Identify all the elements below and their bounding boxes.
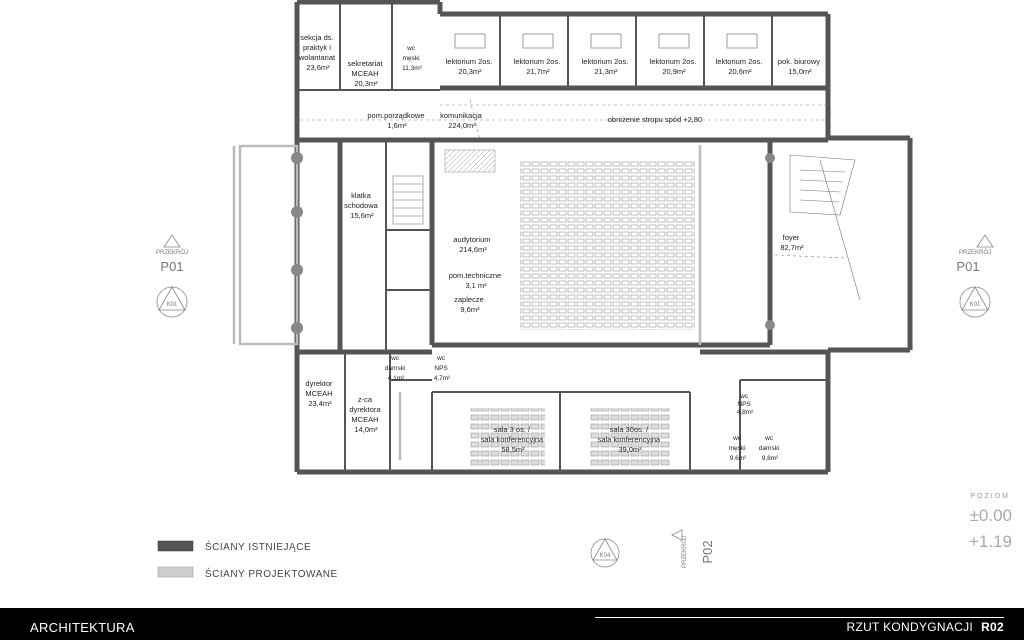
room-sekcja: sekcja ds. praktyk i wolantariat 23,6m² xyxy=(298,33,337,72)
room-audytorium: audytorium 214,6m² xyxy=(453,235,492,254)
room-lektorium-5: lektorium 2os. 20,6m² xyxy=(716,57,765,76)
room-wc-nps-bottom: wc NPS 4,7m² xyxy=(434,355,451,382)
conference-desks xyxy=(470,408,670,466)
svg-text:P02: P02 xyxy=(700,540,715,563)
room-dividers xyxy=(297,2,828,472)
columns xyxy=(291,152,775,334)
room-pom-techniczne: pom.techniczne 3,1 m² xyxy=(449,271,504,290)
projected-walls xyxy=(232,144,702,460)
room-foyer: foyer 82,7m² xyxy=(780,233,804,252)
room-lektorium-2: lektorium 2os. 21,7m² xyxy=(514,57,563,76)
lektorium-desks xyxy=(454,33,758,49)
room-dyrektor: dyrektor MCEAH 23,4m² xyxy=(305,379,334,408)
footer-sheet-title: RZUT KONDYGNACJI xyxy=(846,620,974,634)
footer-sheet: RZUT KONDYGNACJI R02 xyxy=(846,620,1004,634)
room-wc-meski-bottom: wc męski 9,6m² xyxy=(729,435,748,462)
auditorium-seating xyxy=(444,149,695,330)
section-marker-right: PRZEKRÓJ P01 K01 xyxy=(956,234,994,318)
room-sekretariat: sekretariat MCEAH 20,3m² xyxy=(347,59,384,88)
room-zaplecze: zaplecze 9,6m² xyxy=(454,295,486,314)
room-wc-meski-top: wc męski 11,3m² xyxy=(402,45,423,72)
room-obnizenie: obniżenie stropu spód +2,80 xyxy=(608,115,702,124)
room-wc-nps-right: wc NPS 4,8m² xyxy=(737,393,754,416)
room-lektorium-3: lektorium 2os. 21,3m² xyxy=(582,57,631,76)
room-klatka: klatka schodowa 15,6m² xyxy=(344,191,380,220)
room-komunikacja: komunikacja 224,0m² xyxy=(440,111,484,130)
svg-text:PRZEKRÓJ: PRZEKRÓJ xyxy=(156,249,188,256)
poziom-levels: POZIOM ±0.00 +1.19 xyxy=(969,493,1012,551)
section-marker-bottom: K04 PRZEKRÓJ P02 xyxy=(590,529,715,568)
svg-text:P01: P01 xyxy=(160,259,183,274)
room-sala-3: sala 3 os. / sala konferencyjna 58,5m² xyxy=(481,425,546,454)
room-lektorium-4: lektorium 2os. 20,9m² xyxy=(650,57,699,76)
room-wc-damski-right: wc damski 9,8m² xyxy=(759,435,781,462)
room-sala-30: sala 30os. / sala konferencyjna 39,0m² xyxy=(598,425,663,454)
legend-label-projected: ŚCIANY PROJEKTOWANE xyxy=(205,567,338,580)
svg-text:P01: P01 xyxy=(956,259,979,274)
footer-sheet-code: R02 xyxy=(981,620,1004,634)
room-zca: z-ca dyrektora MCEAH 14,0m² xyxy=(349,395,382,434)
svg-text:K01: K01 xyxy=(970,302,981,308)
svg-text:PRZEKRÓJ: PRZEKRÓJ xyxy=(681,536,688,568)
section-marker-left: PRZEKRÓJ P01 K01 xyxy=(156,234,188,318)
legend-swatch-existing xyxy=(157,540,194,552)
room-wc-damski-bottom: wc damski 4,1m² xyxy=(385,355,407,382)
svg-text:+1.19: +1.19 xyxy=(969,532,1012,551)
room-pom-porzadkowe: pom.porządkowe 1,6m² xyxy=(367,111,426,130)
existing-walls xyxy=(294,0,913,475)
footer-title: ARCHITEKTURA xyxy=(30,620,135,635)
stair-left xyxy=(392,175,424,225)
dashed-lines xyxy=(300,99,846,259)
legend: ŚCIANY ISTNIEJĄCE ŚCIANY PROJEKTOWANE xyxy=(157,540,338,580)
footer-bar: ARCHITEKTURA RZUT KONDYGNACJI R02 xyxy=(0,608,1024,640)
room-lektorium-1: lektorium 2os. 20,3m² xyxy=(446,57,495,76)
svg-text:K01: K01 xyxy=(167,302,178,308)
svg-text:K04: K04 xyxy=(600,553,611,559)
legend-label-existing: ŚCIANY ISTNIEJĄCE xyxy=(205,540,311,553)
svg-text:POZIOM: POZIOM xyxy=(970,493,1010,500)
stair-foyer xyxy=(789,154,861,301)
footer-rule xyxy=(595,617,1004,618)
svg-text:PRZEKRÓJ: PRZEKRÓJ xyxy=(959,249,991,256)
room-pok-biurowy: pok. biurowy 15,0m² xyxy=(778,57,822,76)
legend-swatch-projected xyxy=(157,566,194,578)
room-labels: sekcja ds. praktyk i wolantariat 23,6m² … xyxy=(298,33,822,462)
svg-text:±0.00: ±0.00 xyxy=(970,506,1012,525)
